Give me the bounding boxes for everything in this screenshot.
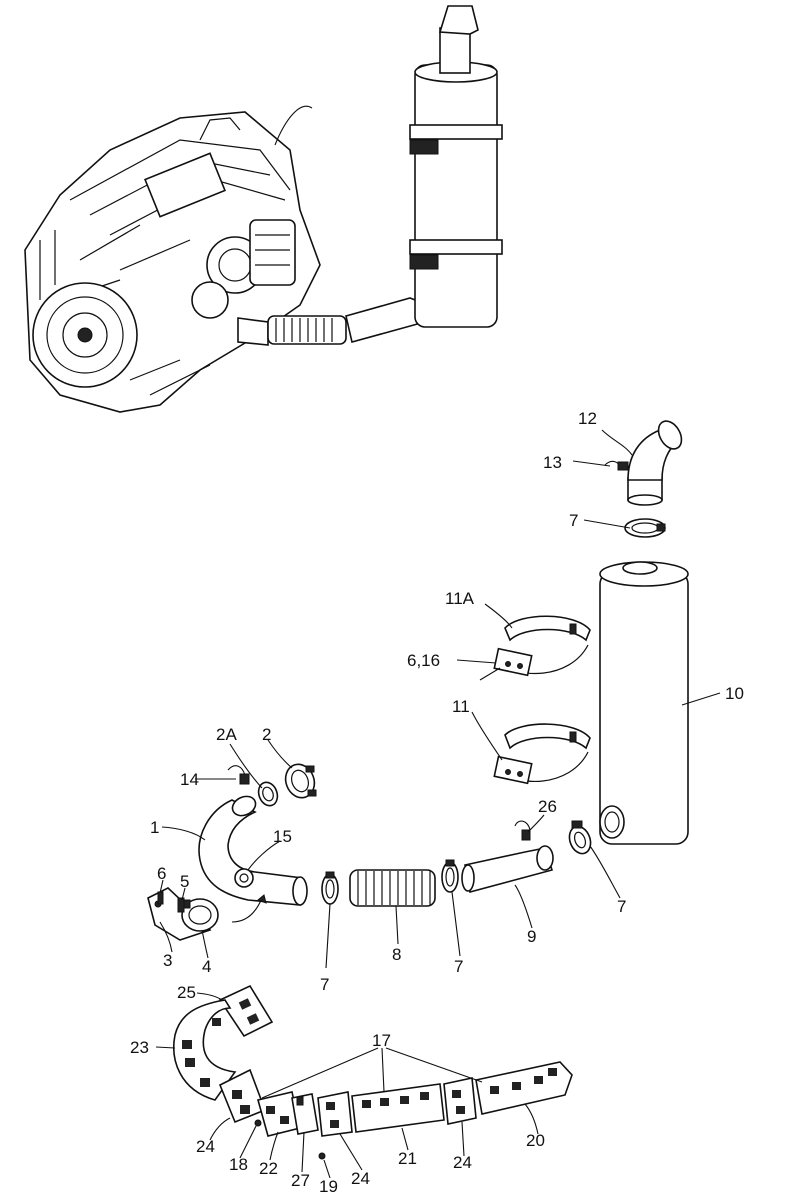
arrow-leader: [231, 897, 263, 923]
fastener-part-19: [318, 1152, 326, 1160]
callout-24-left: 24: [196, 1137, 215, 1156]
callout-3: 3: [163, 951, 172, 970]
pipe-part-9: [461, 845, 554, 893]
callout-7-right: 7: [617, 897, 626, 916]
insulation-wrap-part-27: [291, 1093, 319, 1135]
callout-25: 25: [177, 983, 196, 1002]
insulation-wrap-part-24-middle: [317, 1091, 353, 1137]
callout-2a: 2A: [216, 725, 237, 744]
insulation-wrap-part-22: [257, 1091, 301, 1137]
arrow-head: [257, 894, 267, 904]
callout-13: 13: [543, 453, 562, 472]
callout-15: 15: [273, 827, 292, 846]
callouts: 12 13 7 11A 6,16 10 11 2A 2 14 26 1 15 6…: [130, 409, 744, 1196]
callout-19: 19: [319, 1177, 338, 1196]
leader-lines: [155, 429, 721, 1179]
callout-17: 17: [372, 1031, 391, 1050]
clamp-part-7-top: [624, 518, 666, 538]
callout-2: 2: [262, 725, 271, 744]
callout-6-16: 6,16: [407, 651, 440, 670]
callout-14: 14: [180, 770, 199, 789]
mounting-band-part-11: [493, 723, 591, 785]
insulation-wrap-part-23: [173, 999, 237, 1101]
callout-11: 11: [452, 697, 470, 716]
callout-7-left: 7: [320, 975, 329, 994]
mounting-band-part-11a: [493, 615, 591, 677]
sensor-part-26: [514, 820, 531, 841]
callout-7-middle: 7: [454, 957, 463, 976]
insulation-wrap-part-25: [218, 984, 274, 1038]
callout-23: 23: [130, 1038, 149, 1057]
callout-10: 10: [725, 684, 744, 703]
callout-21: 21: [398, 1149, 417, 1168]
callout-26: 26: [538, 797, 557, 816]
callout-6: 6: [157, 864, 166, 883]
muffler-part-10: [599, 561, 689, 845]
elbow-stack-part-12: [627, 420, 683, 506]
insulation-wrap-part-24-right: [443, 1077, 477, 1125]
bolt-part-5: [177, 897, 185, 913]
callout-18: 18: [229, 1155, 248, 1174]
bolt-part-6: [157, 891, 164, 905]
clamp-part-7-middle: [441, 859, 459, 893]
callout-9: 9: [527, 927, 536, 946]
engine-illustration: [24, 105, 321, 413]
fastener-part-18: [254, 1119, 262, 1127]
clamp-part-2: [284, 763, 317, 799]
elbow-pipe-part-1: [198, 795, 308, 906]
callout-8: 8: [392, 945, 401, 964]
callout-24-right: 24: [453, 1153, 472, 1172]
callout-11a: 11A: [445, 589, 475, 608]
insulation-wrap-part-20: [475, 1061, 573, 1115]
callout-7-top: 7: [569, 511, 578, 530]
callout-22: 22: [259, 1159, 278, 1178]
callout-24-middle: 24: [351, 1169, 370, 1188]
clamp-part-7-left: [321, 871, 339, 905]
callout-1: 1: [150, 818, 159, 837]
callout-12: 12: [578, 409, 597, 428]
callout-20: 20: [526, 1131, 545, 1150]
gasket-part-2a: [257, 781, 279, 807]
assembled-muffler: [409, 5, 503, 328]
callout-5: 5: [180, 872, 189, 891]
callout-27: 27: [291, 1171, 310, 1190]
sensor-part-14: [227, 765, 250, 785]
insulation-wrap-part-21: [351, 1083, 445, 1133]
clamp-part-7-right: [568, 820, 592, 855]
flex-pipe-part-8: [349, 869, 436, 907]
sensor-part-13: [604, 460, 629, 471]
callout-4: 4: [202, 957, 211, 976]
